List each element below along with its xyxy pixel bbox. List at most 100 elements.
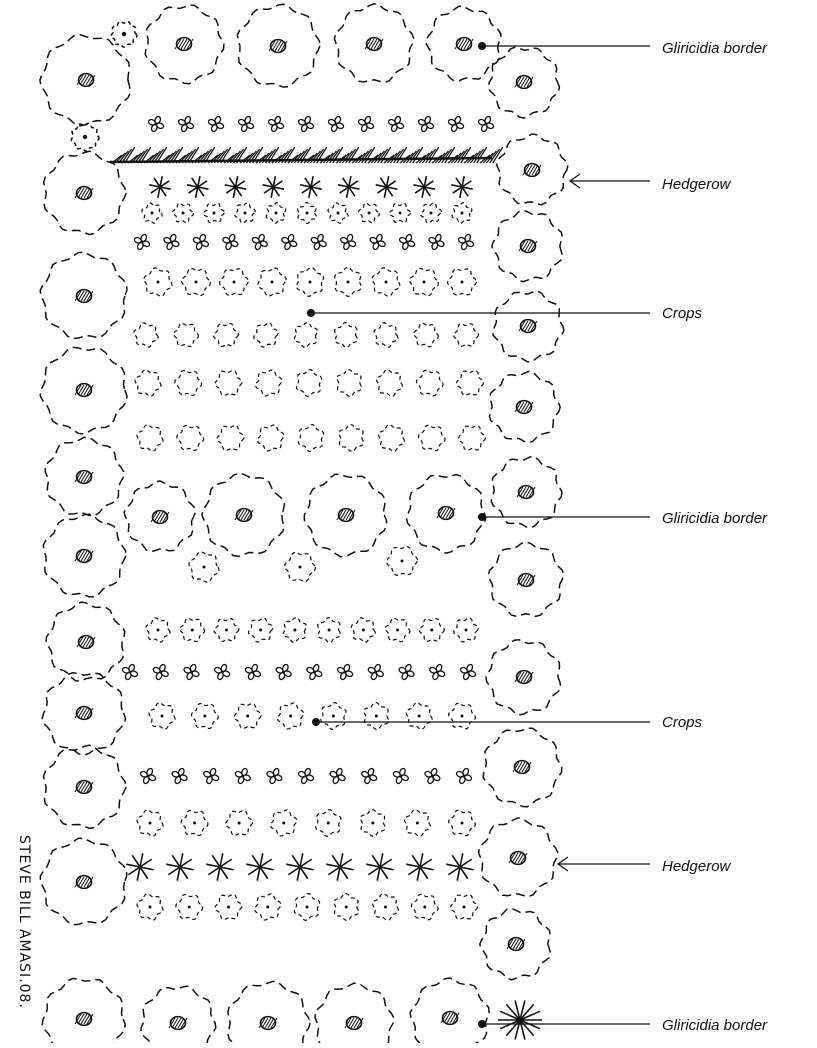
crop-plant — [192, 704, 219, 729]
shrub-bottom-right — [498, 1001, 542, 1040]
crop-star — [246, 853, 273, 880]
crop-flower — [140, 768, 157, 785]
trunk-hatch — [518, 672, 524, 682]
plant-outline — [418, 425, 445, 450]
plant-center-dot — [465, 629, 468, 632]
crop-plant — [335, 268, 361, 297]
gliricidia-tree — [493, 291, 564, 362]
crop-star — [166, 853, 193, 880]
label-leaders — [307, 42, 650, 1028]
crop-flower — [328, 116, 345, 133]
trunk-hatch — [268, 1018, 274, 1028]
plant-center-dot — [385, 281, 388, 284]
crop-plant — [220, 269, 249, 296]
leader-dot — [478, 513, 486, 521]
crop-flower — [329, 768, 346, 785]
hedgerow-top-band — [110, 147, 503, 163]
leader-crops-top — [307, 309, 650, 317]
trunk-hatch — [526, 165, 532, 175]
crop-flower — [367, 664, 384, 681]
crop-flower — [171, 768, 188, 785]
trunk-hatch — [175, 1018, 181, 1028]
trunk-hatch — [518, 402, 524, 412]
trunk-hatch — [81, 472, 87, 482]
plant-center-dot — [203, 715, 206, 718]
plant-outline — [214, 324, 239, 347]
trunk-hatch — [160, 512, 166, 522]
crop-flower — [152, 664, 169, 681]
plant-center-dot — [149, 906, 152, 909]
crop-flower — [208, 116, 225, 133]
trunk-hatch — [525, 241, 531, 251]
crop-plant — [137, 810, 163, 836]
crop-plant — [283, 618, 306, 643]
plant-outline — [454, 324, 479, 347]
tree-canopy-outline — [490, 371, 561, 442]
crop-flower — [298, 116, 315, 133]
trunk-hatch — [515, 853, 521, 863]
trunk-hatch — [523, 487, 529, 497]
leader-dot — [307, 309, 315, 317]
crop-plant — [180, 619, 205, 642]
crop-star — [406, 853, 433, 880]
tree-canopy-outline — [124, 481, 195, 552]
crop-plant — [149, 703, 175, 729]
plant-outline — [379, 425, 405, 451]
plant-center-dot — [416, 822, 419, 825]
crop-flower — [392, 768, 409, 785]
gliricidia-tree — [44, 151, 127, 234]
crop-flower — [369, 234, 386, 251]
crop-flower — [456, 768, 473, 785]
crop-plant — [217, 426, 244, 451]
crop-flower — [134, 234, 151, 251]
tree-canopy-outline — [480, 908, 551, 979]
leader-dot — [312, 718, 320, 726]
label-hedgerow-top: Hedgerow — [662, 176, 732, 193]
crop-plant — [377, 370, 403, 396]
trunk-hatch — [81, 551, 87, 561]
trunk-hatch — [86, 637, 92, 647]
trunk-hatch — [84, 472, 90, 482]
crop-flower — [122, 664, 139, 681]
trunk-hatch — [181, 39, 187, 49]
trunk-hatch — [178, 39, 184, 49]
tree-canopy-outline — [426, 6, 501, 81]
tree-canopy-outline — [40, 35, 130, 126]
crop-plant — [328, 203, 348, 223]
plant-outline — [177, 426, 204, 451]
crop-plant — [189, 552, 219, 582]
crop-plant — [177, 426, 204, 451]
trunk-hatch — [84, 1014, 90, 1024]
crop-plant — [404, 810, 430, 836]
crop-flower — [460, 664, 477, 681]
trunk-hatch — [340, 510, 346, 520]
crop-plant — [137, 894, 163, 920]
crop-star — [206, 853, 233, 880]
crop-plant — [258, 425, 284, 451]
trunk-hatch — [528, 321, 534, 331]
gliricidia-tree — [145, 5, 224, 84]
crop-flower — [203, 768, 220, 785]
trunk-hatch — [444, 1013, 450, 1023]
plant-outline — [377, 370, 403, 396]
tree-canopy-outline — [42, 978, 125, 1043]
crop-plant — [321, 703, 346, 730]
trunk-hatch — [524, 672, 530, 682]
plant-outline — [374, 323, 398, 347]
gliricidia-tree — [46, 602, 125, 681]
crop-plant — [176, 895, 203, 920]
crop-plant — [318, 618, 341, 643]
plant-outline — [256, 370, 282, 396]
plant-center-dot — [423, 906, 426, 909]
gliricidia-tree — [315, 983, 394, 1043]
crop-plant — [335, 323, 358, 348]
plant-center-dot — [461, 281, 464, 284]
crop-plant — [411, 894, 438, 919]
tree-center-dot — [83, 135, 87, 139]
trunk-hatch — [523, 575, 529, 585]
crop-flower — [424, 768, 441, 785]
gliricidia-tree — [124, 481, 195, 552]
hedge-stroke — [493, 147, 503, 163]
leader-dot — [478, 42, 486, 50]
